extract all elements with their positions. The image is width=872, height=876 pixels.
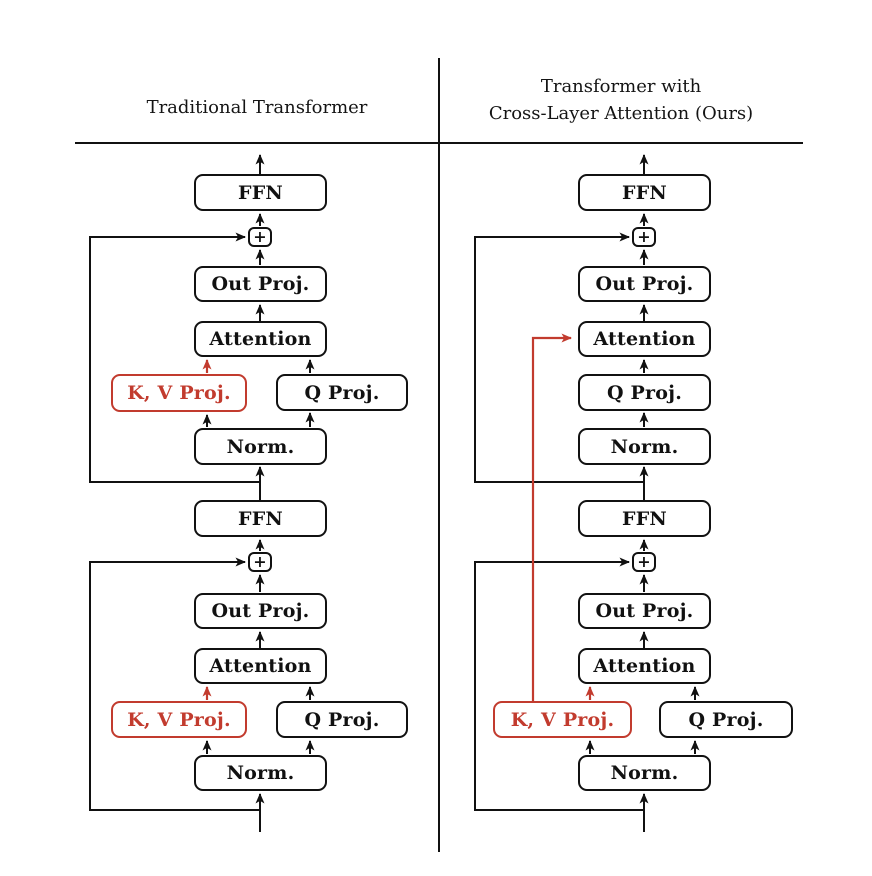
- left-bottom-outproj-box: Out Proj.: [194, 593, 327, 629]
- left-bottom-ffn-box: FFN: [194, 500, 327, 537]
- left-top-residual-add-box: +: [248, 227, 272, 247]
- left-top-outproj-box: Out Proj.: [194, 266, 327, 302]
- right-bottom-outproj-box: Out Proj.: [578, 593, 711, 629]
- right-bottom-residual-add-box: +: [632, 552, 656, 572]
- right-top-norm-box: Norm.: [578, 428, 711, 465]
- left-top-ffn-box: FFN: [194, 174, 327, 211]
- left-bottom-attention-box: Attention: [194, 648, 327, 684]
- left-bottom-kvproj-box: K, V Proj.: [111, 701, 247, 738]
- right-top-ffn-box: FFN: [578, 174, 711, 211]
- panel-divider: [438, 58, 440, 852]
- left-panel-title: Traditional Transformer: [146, 97, 368, 118]
- left-top-qproj-box: Q Proj.: [276, 374, 408, 411]
- right-panel-title: Transformer with Cross-Layer Attention (…: [451, 73, 791, 127]
- left-bottom-qproj-box: Q Proj.: [276, 701, 408, 738]
- right-panel-title-line1: Transformer with: [540, 76, 702, 97]
- right-top-residual-add-box: +: [632, 227, 656, 247]
- right-bottom-qproj-box: Q Proj.: [659, 701, 793, 738]
- right-top-attention-box: Attention: [578, 321, 711, 357]
- right-bottom-kvproj-box: K, V Proj.: [493, 701, 632, 738]
- right-bottom-norm-box: Norm.: [578, 755, 711, 791]
- left-top-norm-box: Norm.: [194, 428, 327, 465]
- right-top-qproj-box: Q Proj.: [578, 374, 711, 411]
- left-bottom-residual-add-box: +: [248, 552, 272, 572]
- left-bottom-norm-box: Norm.: [194, 755, 327, 791]
- right-bottom-attention-box: Attention: [578, 648, 711, 684]
- right-top-outproj-box: Out Proj.: [578, 266, 711, 302]
- left-bottom-residual-skip: [89, 557, 260, 811]
- left-top-residual-skip: [89, 232, 260, 483]
- right-bottom-residual-skip: [474, 557, 644, 811]
- left-top-attention-box: Attention: [194, 321, 327, 357]
- left-top-kvproj-box: K, V Proj.: [111, 374, 247, 412]
- right-panel-title-line2: Cross-Layer Attention (Ours): [488, 103, 754, 124]
- right-top-residual-skip: [474, 232, 644, 483]
- right-bottom-ffn-box: FFN: [578, 500, 711, 537]
- cross-layer-kv-share-arrow: [531, 333, 572, 701]
